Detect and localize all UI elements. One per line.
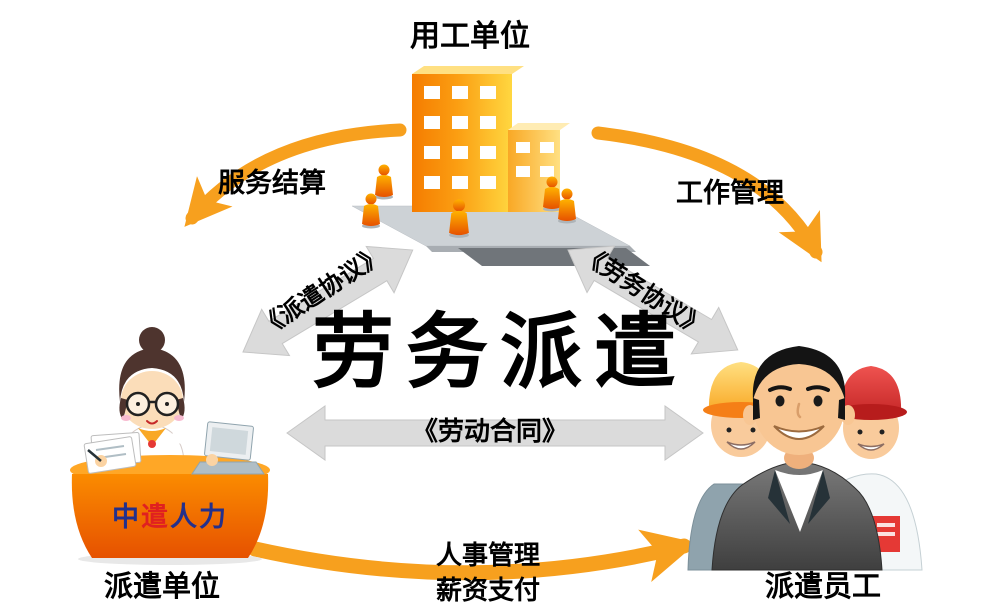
salary-payment-label: 薪资支付 <box>435 575 540 605</box>
desk-brand-part1: 中 <box>112 502 141 532</box>
dispatch-agreement-arrow <box>242 245 414 357</box>
hr-management-label: 人事管理 <box>435 540 540 570</box>
worker-hair <box>752 346 846 400</box>
red-hard-hat-icon <box>840 366 902 414</box>
building-windows <box>424 86 554 189</box>
labor-contract-arrow <box>286 405 704 461</box>
hr-payroll-arrow <box>247 529 698 582</box>
desk-brand-part2: 遣 <box>141 502 170 532</box>
desk-front <box>71 474 269 558</box>
hair-bun <box>139 327 165 353</box>
service-settlement-label: 服务结算 <box>218 168 326 198</box>
service-settlement-arrow <box>184 123 407 227</box>
flow-arrows <box>184 123 823 582</box>
labor-service-agreement-arrow <box>567 245 739 355</box>
labor-contract-label: 《劳动合同》 <box>411 416 568 446</box>
desk-brand-text: 中遣人力 <box>93 502 247 533</box>
agreement-arrows <box>242 245 739 461</box>
work-management-arrow <box>591 126 823 263</box>
dispatcher-hair <box>119 348 185 402</box>
employees-label: 派遣员工 <box>764 571 881 603</box>
work-management-label: 工作管理 <box>676 178 784 208</box>
employer-label: 用工单位 <box>410 20 530 53</box>
desk-brand-part3: 人力 <box>170 502 228 532</box>
pen-icon <box>87 449 102 462</box>
center-title: 劳务派遣 <box>311 307 688 398</box>
dispatch-unit-label: 派遣单位 <box>103 571 220 603</box>
dispatched-workers-illustration <box>687 346 923 571</box>
dispatcher-illustration <box>70 327 270 565</box>
worker-suit <box>711 346 883 571</box>
